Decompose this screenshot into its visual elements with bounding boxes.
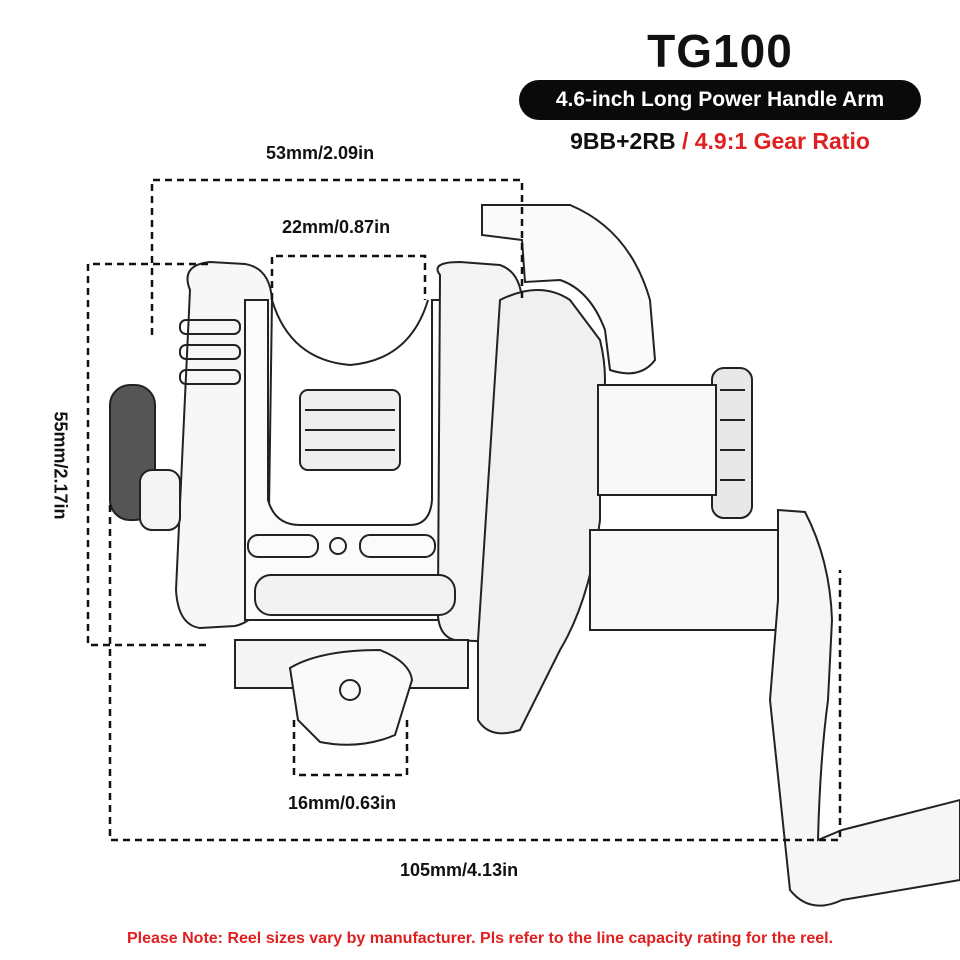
dimension-lines <box>86 178 842 842</box>
handle-badge-label: 4.6-inch Long Power Handle Arm <box>555 88 885 111</box>
dim-22mm-line <box>270 254 427 300</box>
dim-foot-width-label: 16mm/0.63in <box>288 793 397 813</box>
dim-top-width-label: 53mm/2.09in <box>266 143 375 163</box>
dim-55mm-line <box>86 262 208 647</box>
dim-total-length-label: 105mm/4.13in <box>400 860 519 880</box>
dim-height-label: 55mm/2.17in <box>50 411 71 520</box>
dim-105mm-line <box>108 505 842 842</box>
size-note: Please Note: Reel sizes vary by manufact… <box>126 930 834 947</box>
bearings-text: 9BB+2RB <box>570 128 676 154</box>
handle-badge: 4.6-inch Long Power Handle Arm <box>519 80 921 120</box>
dim-53mm-line <box>150 178 524 335</box>
dim-16mm-line <box>292 720 409 777</box>
spec-line: 9BB+2RB / 4.9:1 Gear Ratio <box>520 128 920 155</box>
model-title: TG100 <box>647 25 793 77</box>
spec-separator: / <box>675 128 695 154</box>
gear-ratio-text: 4.9:1 Gear Ratio <box>694 128 870 154</box>
fishing-reel-drawing <box>109 204 960 907</box>
dim-spool-width-label: 22mm/0.87in <box>282 217 391 237</box>
